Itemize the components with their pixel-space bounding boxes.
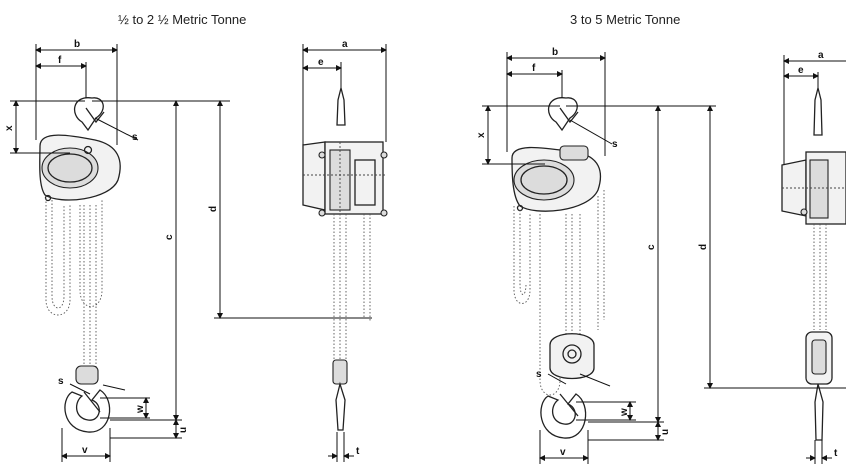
dim-label-c-right: c [646, 244, 657, 250]
dim-label-x-right: x [476, 132, 487, 138]
dim-label-a-left: a [342, 39, 348, 50]
dim-label-s-bottom-left: s [58, 376, 64, 387]
small-hoist-front-view [39, 97, 121, 433]
dim-label-t-right: t [834, 448, 838, 459]
dim-label-f-left: f [58, 55, 62, 66]
dim-label-e-right: e [798, 65, 804, 76]
dim-label-s-top-left: s [132, 132, 138, 143]
dim-label-d-left: d [208, 206, 219, 212]
dim-label-b-left: b [74, 39, 80, 50]
small-hoist-dimension-lines [10, 44, 387, 462]
large-hoist-side-view [781, 87, 846, 441]
dim-label-t-left: t [356, 446, 360, 457]
large-hoist-dimension-lines [482, 52, 846, 464]
small-hoist-side-view [302, 87, 388, 431]
dim-label-u-right: u [660, 429, 671, 435]
large-hoist-front-view [511, 97, 605, 439]
dim-label-w-left: w [135, 405, 146, 414]
dim-label-w-right: w [619, 408, 630, 417]
dim-label-e-left: e [318, 57, 324, 68]
dim-label-b-right: b [552, 47, 558, 58]
dim-label-s-bottom-right: s [536, 369, 542, 380]
panel-title-large-capacity: 3 to 5 Metric Tonne [570, 12, 681, 27]
dim-label-v-left: v [82, 445, 88, 456]
dim-label-f-right: f [532, 63, 536, 74]
dim-label-v-right: v [560, 447, 566, 458]
dim-label-c-left: c [164, 234, 175, 240]
dim-label-d-right: d [698, 244, 709, 250]
dim-label-a-right: a [818, 50, 824, 61]
dim-label-u-left: u [178, 427, 189, 433]
panel-title-small-capacity: ½ to 2 ½ Metric Tonne [118, 12, 247, 27]
dim-label-s-top-right: s [612, 139, 618, 150]
dim-label-x-left: x [4, 125, 15, 131]
